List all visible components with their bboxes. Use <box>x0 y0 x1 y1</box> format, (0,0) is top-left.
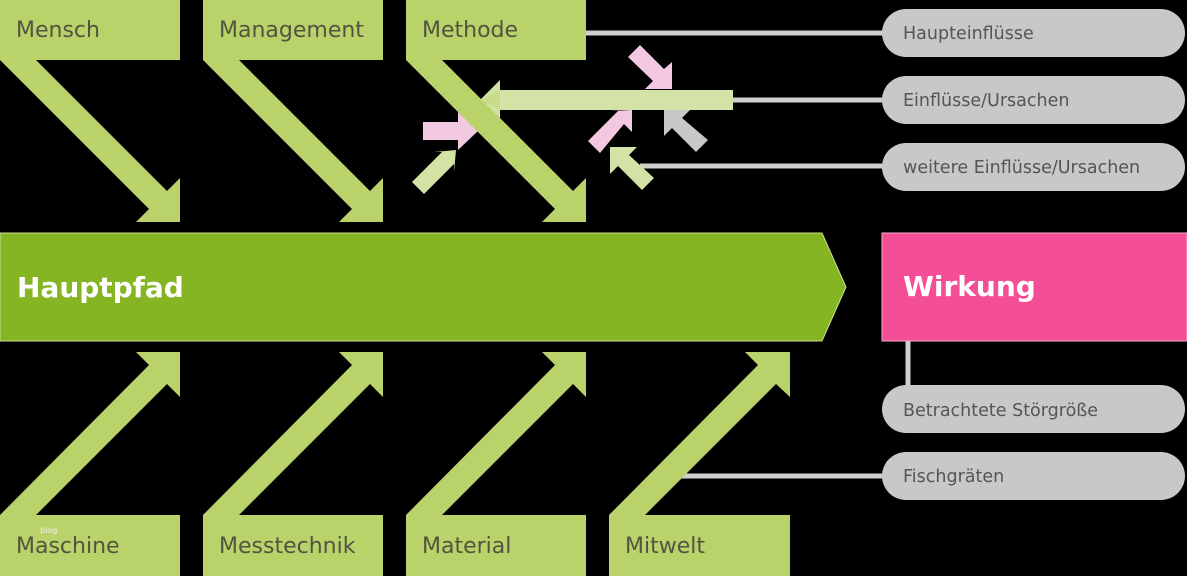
category-box[interactable] <box>609 515 790 576</box>
category-box[interactable] <box>406 0 586 60</box>
legend-label: weitere Einflüsse/Ursachen <box>903 158 1140 178</box>
bone-arrow <box>203 352 383 515</box>
sub-sub-cause-arrow-green-left <box>412 150 456 194</box>
bone-arrow <box>406 352 586 515</box>
legend-pill[interactable] <box>882 9 1185 57</box>
legend-item-weitere: weitere Einflüsse/Ursachen <box>882 143 1185 191</box>
legend-label: Betrachtete Störgröße <box>903 401 1098 421</box>
spine-arrow[interactable] <box>0 232 847 342</box>
watermark: blog <box>40 526 57 535</box>
top-bone-management: Management <box>203 0 383 222</box>
bottom-bone-material: Material <box>406 352 586 576</box>
bone-arrow <box>0 352 180 515</box>
category-label: Material <box>422 534 511 559</box>
sub-cause-overlap <box>480 90 500 110</box>
legend-item-haupteinfluesse: Haupteinflüsse <box>882 9 1185 57</box>
legend-label: Fischgräten <box>903 467 1004 487</box>
spine-label: Hauptpfad <box>17 271 184 304</box>
bone-arrow <box>609 352 790 515</box>
legend: Haupteinflüsse Einflüsse/Ursachen weiter… <box>882 9 1185 500</box>
legend-item-fischgraeten: Fischgräten <box>882 452 1185 500</box>
category-label: Methode <box>422 18 518 43</box>
category-box[interactable] <box>406 515 586 576</box>
bottom-bone-mitwelt: Mitwelt <box>609 352 790 576</box>
sub-sub-cause-arrow-pink-bottom <box>588 110 632 153</box>
legend-label: Einflüsse/Ursachen <box>903 91 1069 111</box>
legend-pill[interactable] <box>882 76 1185 124</box>
legend-pill[interactable] <box>882 143 1185 191</box>
category-box[interactable] <box>0 0 180 60</box>
category-label: Mitwelt <box>625 534 705 559</box>
category-box[interactable] <box>203 515 383 576</box>
sub-sub-cause-arrow-gray <box>664 110 708 152</box>
legend-pill[interactable] <box>882 452 1185 500</box>
bottom-bone-messtechnik: Messtechnik <box>203 352 383 576</box>
legend-connectors <box>586 30 911 479</box>
bone-arrow <box>203 60 383 222</box>
legend-item-einfluesse: Einflüsse/Ursachen <box>882 76 1185 124</box>
effect: Wirkung <box>881 232 1187 342</box>
bone-arrow <box>406 60 586 222</box>
category-label: Mensch <box>16 18 100 43</box>
legend-item-stoergroesse: Betrachtete Störgröße <box>882 385 1185 433</box>
bottom-bone-maschine: Maschine blog <box>0 352 180 576</box>
legend-label: Haupteinflüsse <box>903 24 1034 44</box>
category-label: Maschine <box>16 534 120 559</box>
spine: Hauptpfad <box>0 232 847 342</box>
category-box[interactable] <box>0 515 180 576</box>
bone-arrow <box>0 60 180 222</box>
sub-sub-cause-arrow-pink-top <box>628 45 672 89</box>
effect-label: Wirkung <box>903 270 1036 303</box>
sub-causes <box>412 45 733 194</box>
sub-cause-arrow-einfluesse <box>480 80 733 120</box>
legend-pill[interactable] <box>882 385 1185 433</box>
category-label: Management <box>219 18 364 43</box>
category-label: Messtechnik <box>219 534 356 559</box>
sub-sub-cause-arrow-pink-left <box>423 112 478 150</box>
category-box[interactable] <box>203 0 383 60</box>
effect-box[interactable] <box>881 232 1187 342</box>
sub-sub-cause-arrow-weitere <box>610 147 654 190</box>
top-bone-methode: Methode <box>406 0 586 222</box>
top-bone-mensch: Mensch <box>0 0 180 222</box>
